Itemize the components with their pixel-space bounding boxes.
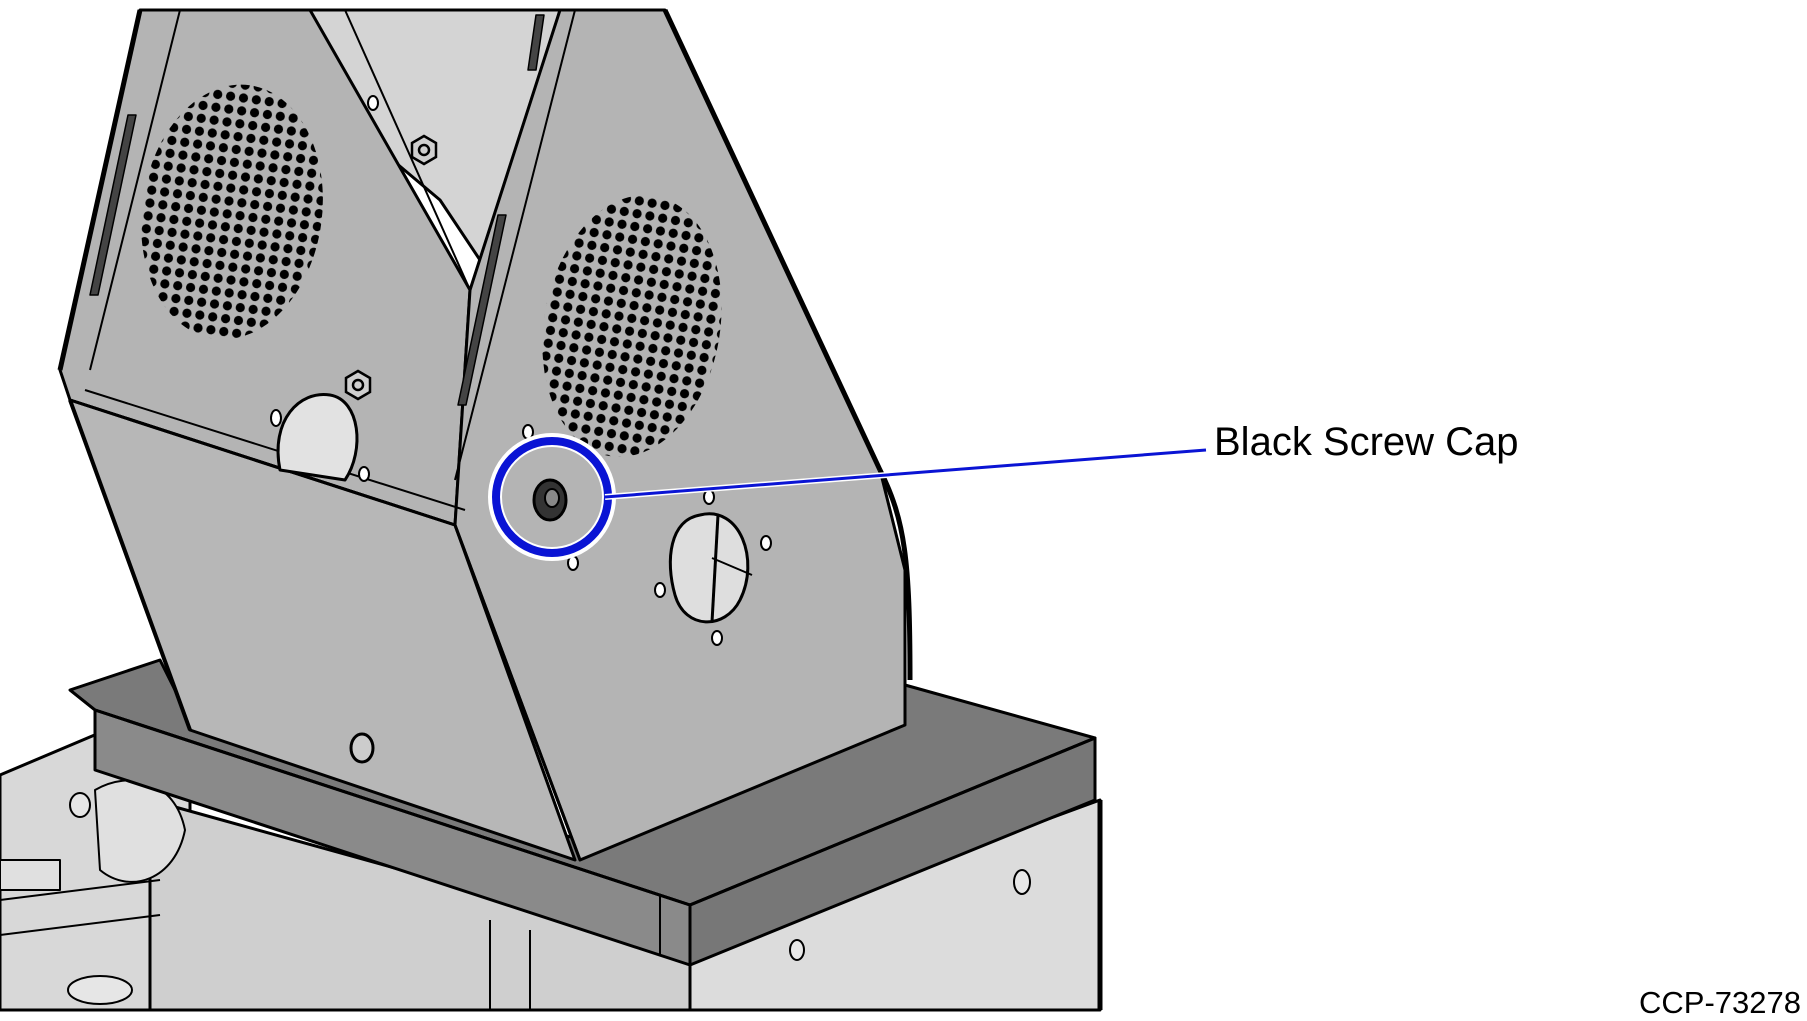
vent-grille-icon	[141, 84, 722, 457]
callout-leader-line	[604, 447, 1207, 500]
base-housing	[0, 718, 1103, 1012]
callout-label: Black Screw Cap	[1214, 420, 1519, 464]
figure-id: CCP-73278	[1639, 985, 1801, 1020]
screw-icon	[344, 134, 438, 401]
upper-housing	[57, 8, 913, 862]
